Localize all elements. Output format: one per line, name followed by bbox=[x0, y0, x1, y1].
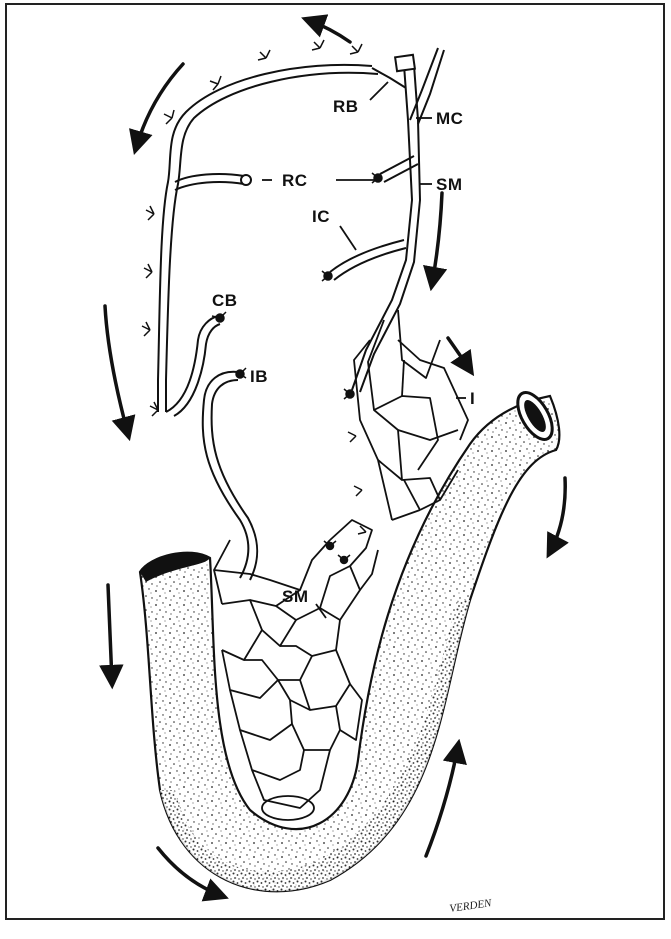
vessel-tufts bbox=[142, 40, 382, 564]
label-ic: IC bbox=[312, 207, 330, 226]
label-ib: IB bbox=[250, 367, 268, 386]
flow-arrow-mid-left bbox=[105, 306, 128, 434]
intestinal-loop bbox=[140, 387, 559, 891]
label-cb: CB bbox=[212, 291, 238, 310]
artist-signature: VERDEN bbox=[449, 897, 493, 915]
flow-arrow-right bbox=[550, 478, 565, 552]
figure-border bbox=[6, 4, 664, 919]
label-rc: RC bbox=[282, 171, 308, 190]
label-mc: MC bbox=[436, 109, 463, 128]
flow-arrow-i-down bbox=[448, 338, 470, 370]
label-rb: RB bbox=[333, 97, 359, 116]
leader-rb bbox=[370, 82, 388, 100]
label-i: I bbox=[470, 389, 475, 408]
flow-arrow-sm-down bbox=[432, 193, 442, 284]
vessel-network bbox=[158, 48, 444, 580]
flow-arrow-top bbox=[308, 20, 350, 42]
flow-arrow-lower-left bbox=[108, 585, 112, 682]
leader-ic bbox=[340, 226, 356, 250]
label-sm-lower: SM bbox=[282, 587, 309, 606]
label-sm-upper: SM bbox=[436, 175, 463, 194]
flow-arrow-upper-left bbox=[136, 64, 183, 148]
flow-arrow-lower-right bbox=[426, 746, 458, 856]
